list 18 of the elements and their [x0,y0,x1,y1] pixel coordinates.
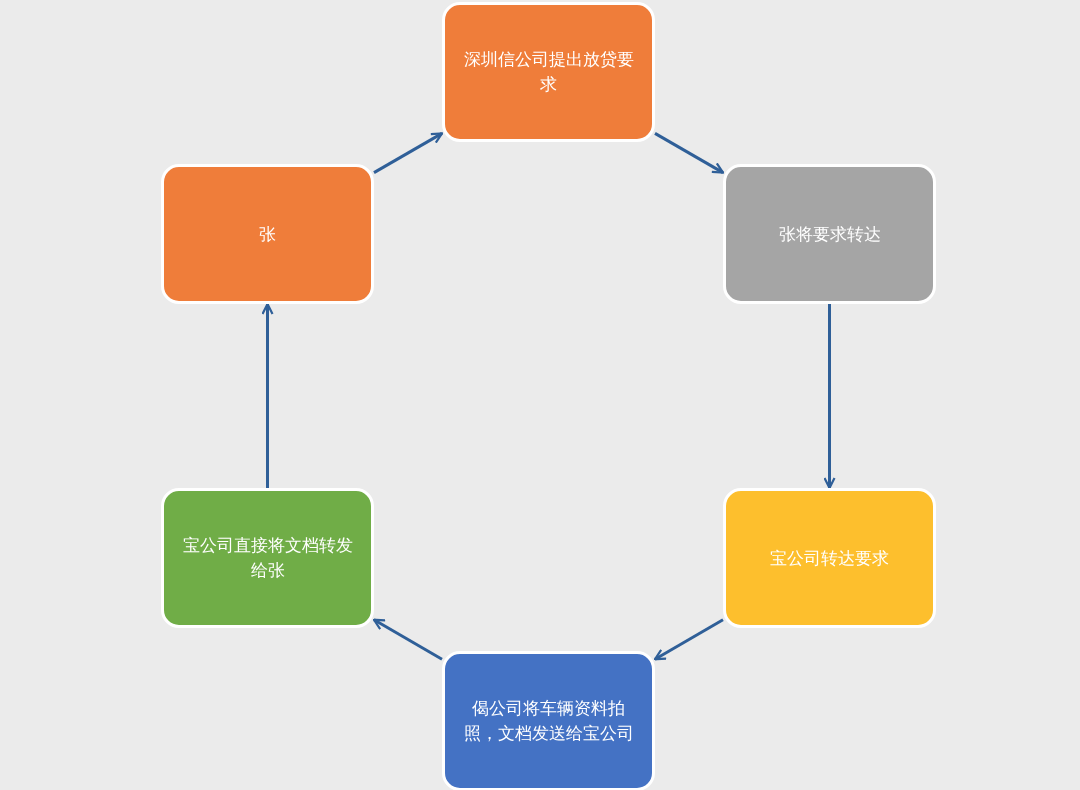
box-label: 张 [259,222,276,246]
arrow [654,132,725,174]
arrow [373,132,444,174]
box-label: 深圳信公司提出放贷要求 [463,48,634,96]
arrow [372,618,443,661]
arrow [261,302,274,488]
box-label: 张将要求转达 [778,222,881,246]
process-box [161,164,374,304]
process-box [723,488,936,628]
arrow [823,304,836,490]
process-box [442,651,655,790]
arrow [653,618,724,661]
process-box [723,164,936,304]
box-label: 偈公司将车辆资料拍照，文档发送给宝公司 [463,697,634,745]
process-box [161,488,374,628]
process-box [442,2,655,142]
box-label: 宝公司直接将文档转发给张 [182,534,353,582]
box-label: 宝公司转达要求 [770,546,889,570]
